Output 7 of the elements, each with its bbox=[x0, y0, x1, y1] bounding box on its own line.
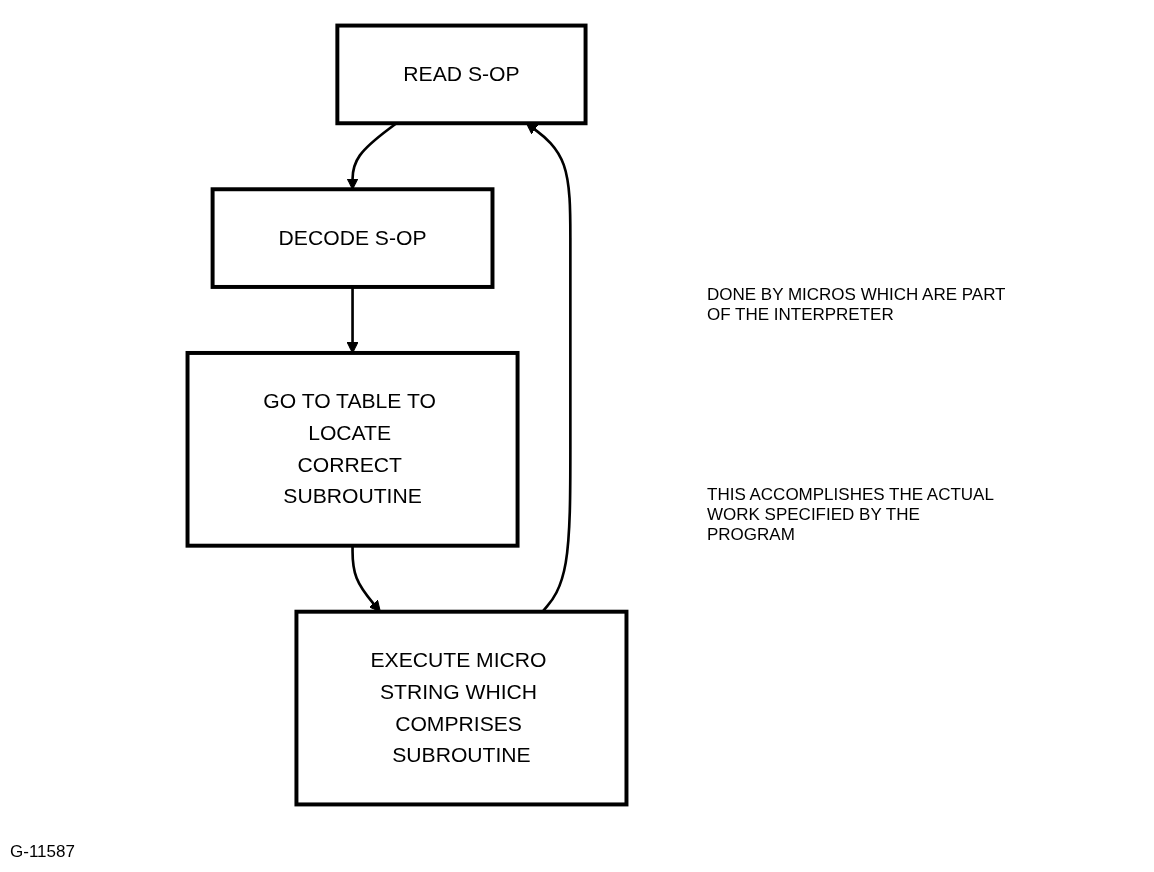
node-box: READ S-OP bbox=[335, 23, 588, 126]
note-text: G-11587 bbox=[10, 842, 75, 862]
note-text: DONE BY MICROS WHICH ARE PART OF THE INTERPRETER bbox=[707, 285, 1007, 325]
node-box: GO TO TABLE TO LOCATE CORRECT SUBROUTINE bbox=[185, 350, 520, 548]
node-box: DECODE S-OP bbox=[210, 187, 495, 289]
node-box: EXECUTE MICRO STRING WHICH COMPRISES SUBROUTINE bbox=[294, 609, 629, 807]
note-text: THIS ACCOMPLISHES THE ACTUAL WORK SPECIFIED BY THE PROGRAM bbox=[707, 485, 995, 545]
